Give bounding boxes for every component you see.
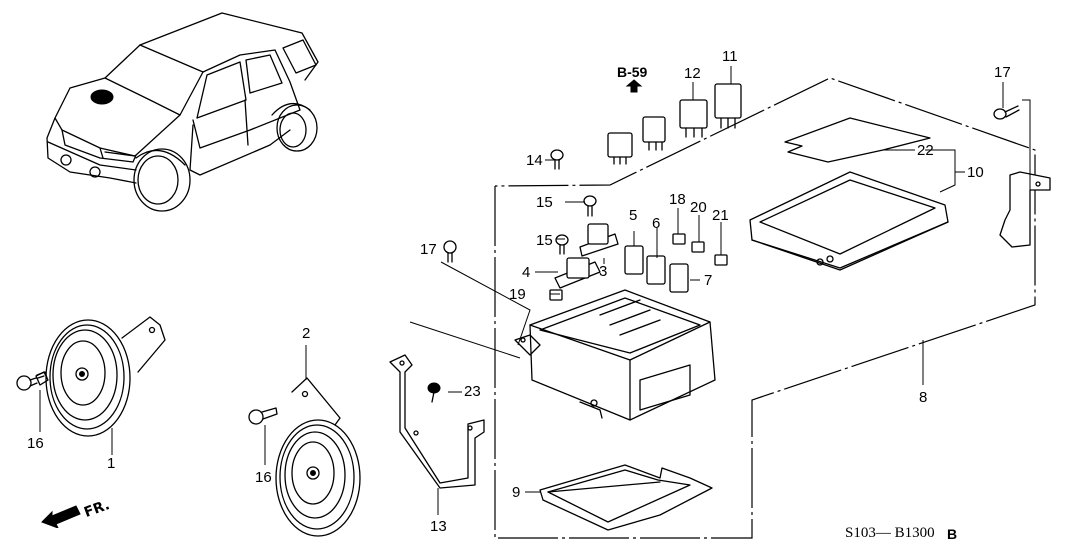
callout-11: 11: [722, 48, 738, 65]
side-bracket: [999, 171, 1051, 248]
bolt-16a: [16, 371, 49, 391]
callout-5: 5: [629, 207, 638, 224]
vehicle-illustration: [46, 12, 319, 212]
callout-16: 16: [27, 435, 44, 452]
callout-15: 15: [536, 232, 553, 249]
callout-21: 21: [712, 207, 729, 224]
callout-17: 17: [420, 241, 437, 258]
callout-15: 15: [536, 194, 553, 211]
callout-9: 9: [512, 484, 521, 501]
callout-8: 8: [919, 389, 928, 406]
callout-18: 18: [669, 191, 686, 208]
bolt-17a: [443, 240, 457, 263]
callout-20: 20: [690, 199, 707, 216]
callout-7: 7: [704, 272, 713, 289]
callout-19: 19: [509, 286, 526, 303]
up-arrow-icon: [625, 79, 643, 93]
callout-3: 3: [599, 263, 608, 280]
callout-16: 16: [255, 469, 272, 486]
upper-cover-10: [749, 171, 949, 271]
bolt-15: [555, 195, 597, 255]
assembly-frame-8: [494, 77, 1036, 539]
bracket-13: [389, 354, 485, 489]
callout-12: 12: [684, 65, 701, 82]
catalog-suffix: B: [947, 526, 958, 542]
horn-2: [275, 377, 361, 537]
label-22: [784, 117, 931, 163]
relays-top: [607, 83, 742, 165]
callout-4: 4: [522, 264, 531, 281]
catalog-code: S103— B1300: [845, 525, 935, 541]
relay-3-4: [554, 223, 619, 289]
bolt-17b: [993, 105, 1020, 120]
callout-17: 17: [994, 64, 1011, 81]
callout-22: 22: [917, 142, 934, 159]
callout-13: 13: [430, 518, 447, 535]
callout-14: 14: [526, 152, 543, 169]
callout-6: 6: [652, 215, 661, 232]
horn-location-marker: [90, 89, 114, 105]
front-direction-arrow-icon: [41, 505, 81, 528]
lower-cover-9: [539, 464, 713, 531]
callout-10: 10: [967, 164, 984, 181]
fuses: [549, 233, 728, 301]
bolt-16b: [248, 407, 278, 425]
callout-2: 2: [302, 325, 311, 342]
leader-lines: [39, 66, 1031, 515]
reference-label: B-59: [617, 64, 648, 80]
horn-1: [45, 316, 166, 437]
bolt-23: [427, 382, 441, 403]
callout-23: 23: [464, 383, 481, 400]
callout-1: 1: [107, 455, 116, 472]
relay-box-body: [514, 289, 716, 421]
